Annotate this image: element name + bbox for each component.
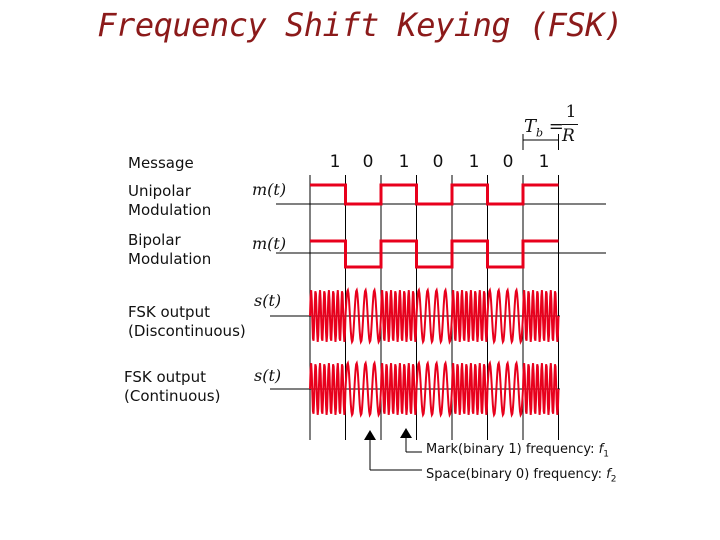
- space-frequency-arrowhead: [400, 428, 412, 438]
- fsk-discontinuous-label: FSK output (Discontinuous): [128, 303, 246, 340]
- fsk-discontinuous-waveform: [309, 287, 560, 345]
- message-bit: 0: [502, 152, 514, 172]
- space-frequency-note: Space(binary 0) frequency: f2: [426, 465, 616, 490]
- mark-frequency-note: Mark(binary 1) frequency: f1: [426, 440, 616, 465]
- fsk-continuous-signal-label: s(t): [254, 366, 282, 385]
- page-title: Frequency Shift Keying (FSK): [97, 6, 623, 44]
- message-bit: 1: [398, 152, 410, 172]
- message-bits: 1 0 1 0 1 0 1: [310, 152, 570, 174]
- fsk-continuous-waveform: [309, 360, 560, 418]
- unipolar-label: Unipolar Modulation: [128, 182, 212, 219]
- bipolar-waveform: [310, 239, 559, 269]
- frequency-legend: Mark(binary 1) frequency: f1 Space(binar…: [426, 440, 616, 489]
- bipolar-label: Bipolar Modulation: [128, 231, 212, 268]
- fsk-discontinuous-signal-label: s(t): [254, 291, 282, 310]
- message-bit: 0: [432, 152, 444, 172]
- bit-period-lhs: Tb =: [524, 116, 564, 140]
- bit-period-numerator: 1: [565, 102, 577, 122]
- space-frequency-text: Space(binary 0) frequency: f2: [426, 466, 617, 485]
- mark-frequency-text: Mark(binary 1) frequency: f1: [426, 442, 609, 460]
- bit-period-denominator: R: [562, 126, 575, 146]
- message-label: Message: [128, 154, 194, 172]
- message-bit: 1: [329, 152, 341, 172]
- unipolar-waveform: [310, 183, 559, 206]
- mark-frequency-arrowhead: [364, 430, 376, 440]
- message-bit: 1: [538, 152, 550, 172]
- unipolar-signal-label: m(t): [252, 180, 287, 199]
- message-bit: 1: [468, 152, 480, 172]
- fraction-bar: [562, 124, 578, 125]
- message-bit: 0: [362, 152, 374, 172]
- bipolar-signal-label: m(t): [252, 234, 287, 253]
- fsk-continuous-label: FSK output (Continuous): [124, 368, 221, 405]
